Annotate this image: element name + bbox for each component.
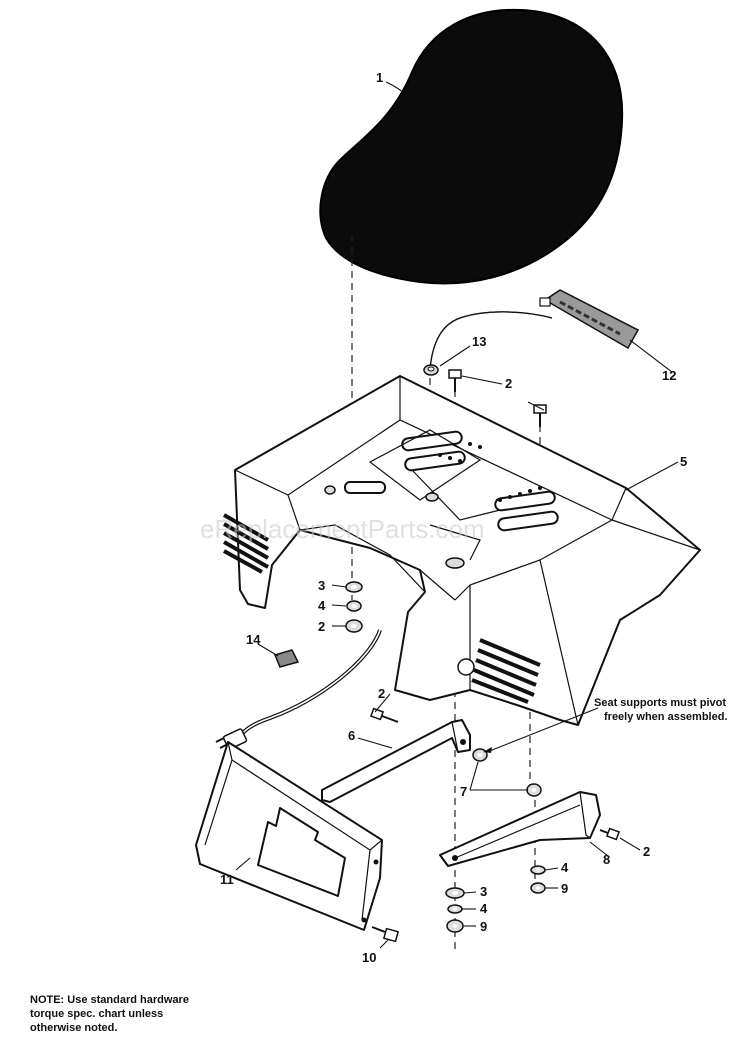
label-part-2-top: 2 — [505, 376, 512, 391]
label-part-4-right: 4 — [561, 860, 569, 875]
label-part-11: 11 — [220, 872, 234, 887]
label-part-2-upper: 2 — [318, 619, 325, 634]
pivot-callout: Seat supports must pivot freely when ass… — [594, 697, 728, 723]
callout-line-2: freely when assembled. — [604, 711, 728, 723]
seat-base-bracket — [195, 741, 400, 943]
label-part-14: 14 — [246, 632, 261, 647]
label-part-2-mid: 2 — [378, 686, 385, 701]
right-seat-support — [439, 791, 621, 867]
callout-line-1: Seat supports must pivot — [594, 697, 726, 709]
label-part-9-lower: 9 — [480, 919, 487, 934]
label-part-8: 8 — [603, 852, 610, 867]
part-labels: 1 13 2 12 5 3 4 2 14 2 6 7 2 8 4 9 3 4 9… — [220, 70, 687, 965]
label-part-4-upper: 4 — [318, 598, 326, 613]
wire-harness — [215, 629, 382, 750]
hardware-note: NOTE: Use standard hardware torque spec.… — [30, 994, 189, 1034]
fender-pan — [223, 375, 701, 726]
top-bolts — [448, 369, 547, 427]
label-part-12: 12 — [662, 368, 676, 383]
wire-clip — [273, 649, 300, 668]
leader-lines — [235, 81, 679, 949]
label-part-6: 6 — [348, 728, 355, 743]
washer-nut-stack-left — [345, 581, 363, 633]
seat-cushion — [319, 8, 624, 285]
label-part-3-lower: 3 — [480, 884, 487, 899]
note-line-3: otherwise noted. — [30, 1022, 117, 1034]
note-line-1: NOTE: Use standard hardware — [30, 994, 189, 1006]
watermark: eReplacementParts.com — [200, 514, 485, 544]
label-part-5: 5 — [680, 454, 687, 469]
grommet-nut — [423, 364, 439, 376]
label-part-9-right: 9 — [561, 881, 568, 896]
label-part-2-right: 2 — [643, 844, 650, 859]
label-part-1: 1 — [376, 70, 383, 85]
note-line-2: torque spec. chart unless — [30, 1008, 163, 1020]
seat-switch — [429, 289, 640, 371]
label-part-3-upper: 3 — [318, 578, 325, 593]
washer-nut-stack-lower — [445, 887, 465, 933]
label-part-7: 7 — [460, 784, 467, 799]
right-vent-louvers — [457, 638, 541, 704]
label-part-10: 10 — [362, 950, 376, 965]
pivot-nuts — [472, 748, 542, 797]
washer-nut-stack-right — [530, 865, 546, 894]
label-part-13: 13 — [472, 334, 486, 349]
left-seat-support — [321, 707, 471, 803]
mounting-slots — [324, 429, 559, 569]
label-part-4-lower: 4 — [480, 901, 488, 916]
left-vent-louvers — [223, 513, 269, 574]
